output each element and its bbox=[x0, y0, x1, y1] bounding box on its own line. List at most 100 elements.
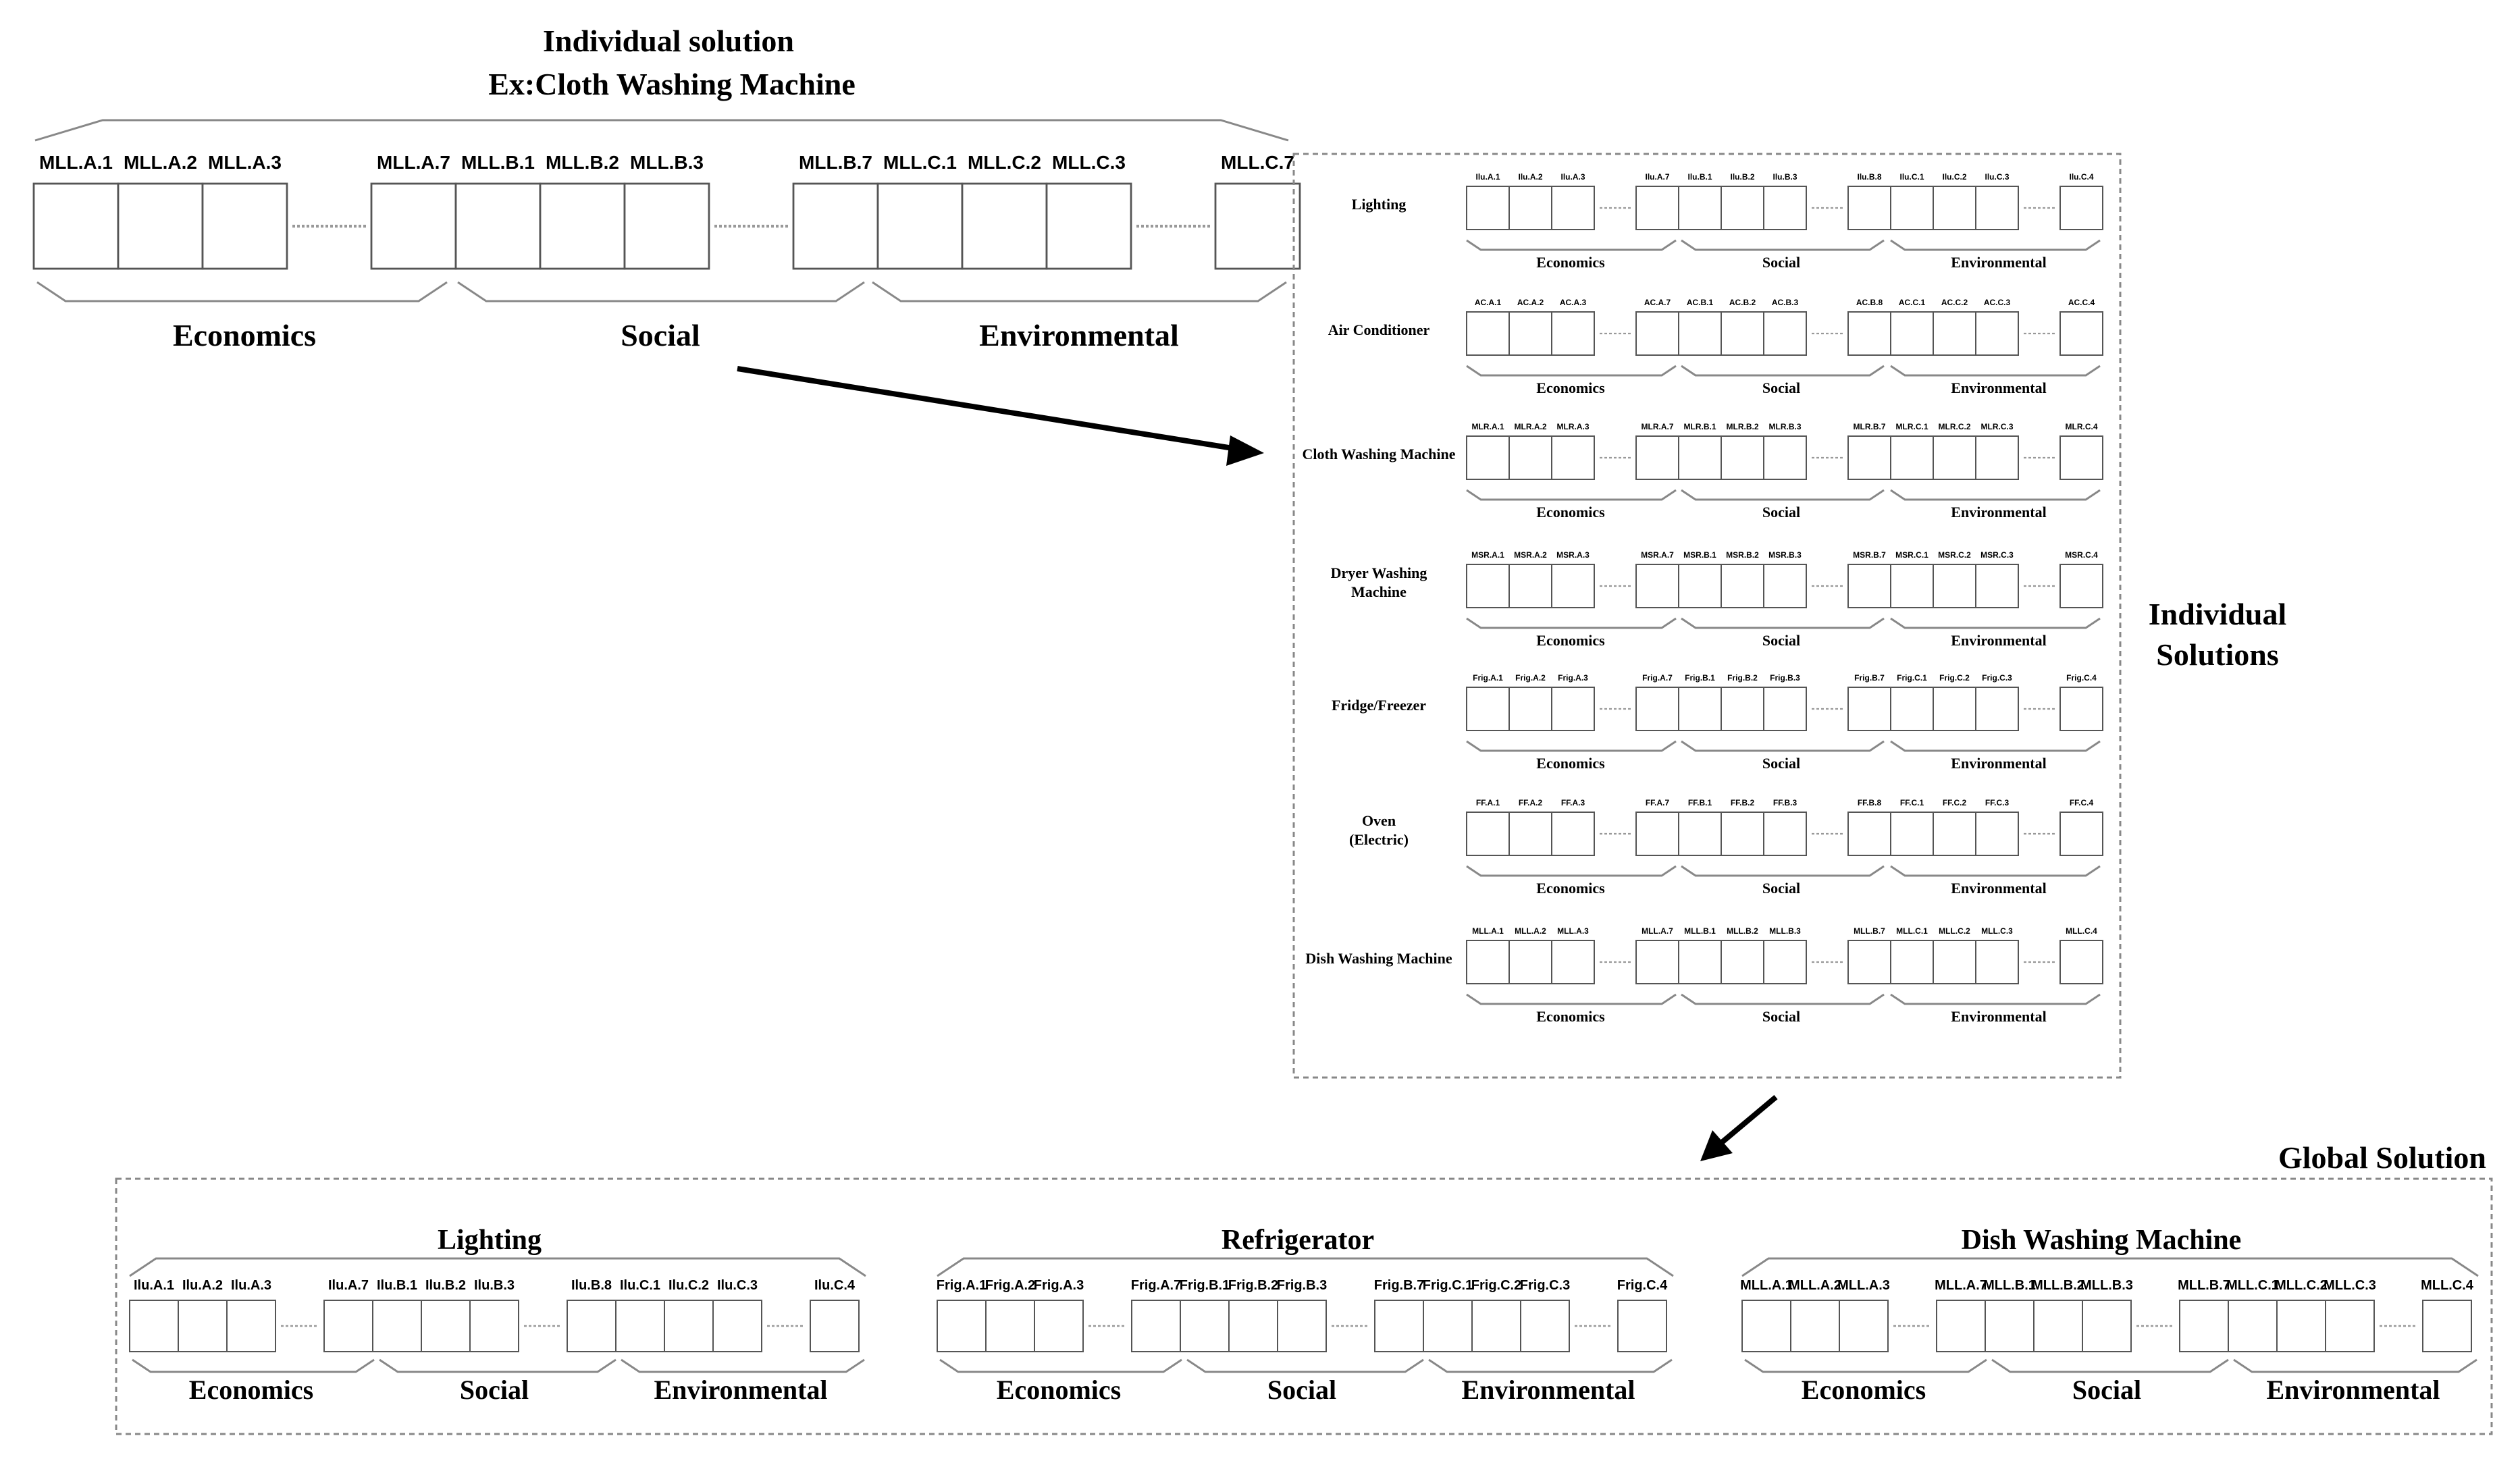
individual-cell-box bbox=[1551, 564, 1595, 608]
individual-brace-environmental bbox=[1890, 740, 2101, 752]
top-group-label-social: Social bbox=[621, 318, 700, 352]
individual-cell-box bbox=[1508, 435, 1552, 480]
individual-cell-label: MLR.A.7 bbox=[1642, 422, 1674, 431]
individual-cell-box bbox=[1847, 812, 1891, 856]
individual-cell-label: MLR.C.3 bbox=[1981, 422, 2014, 431]
individual-cell-label: AC.B.1 bbox=[1687, 298, 1714, 307]
individual-group-label: Economics bbox=[1536, 504, 1605, 521]
individual-cell-box bbox=[2059, 311, 2103, 356]
individual-cell-label: AC.A.3 bbox=[1560, 298, 1587, 307]
individual-cell-box bbox=[1551, 186, 1595, 230]
individual-cell-box bbox=[1847, 687, 1891, 731]
individual-cell-label: AC.C.4 bbox=[2068, 298, 2095, 307]
global-cell-label: MLL.A.7 bbox=[1935, 1278, 1987, 1293]
individual-cell-box bbox=[1551, 435, 1595, 480]
individual-cell-box bbox=[1678, 812, 1722, 856]
individual-cell-box bbox=[1721, 311, 1764, 356]
global-cell-label: Frig.B.1 bbox=[1180, 1278, 1230, 1293]
individual-cell-label: MLR.A.2 bbox=[1515, 422, 1547, 431]
individual-cell-label: MSR.C.1 bbox=[1895, 550, 1928, 560]
individual-brace-economics bbox=[1466, 489, 1677, 501]
individual-cell-box bbox=[1466, 435, 1510, 480]
global-cell-box bbox=[372, 1300, 422, 1352]
individual-cell-label: MLR.A.3 bbox=[1557, 422, 1590, 431]
individual-cell-label: FF.C.3 bbox=[1985, 798, 2010, 807]
global-cell-box bbox=[810, 1300, 860, 1352]
individual-brace-economics bbox=[1466, 617, 1677, 629]
individual-cell-label: Frig.A.3 bbox=[1558, 673, 1588, 683]
global-cell-box bbox=[2033, 1300, 2083, 1352]
top-cell-label: MLL.B.3 bbox=[630, 152, 704, 173]
global-cell-box bbox=[1985, 1300, 2035, 1352]
global-cell-box bbox=[985, 1300, 1035, 1352]
global-cell-label: Ilu.A.2 bbox=[182, 1278, 223, 1293]
individual-group-label: Economics bbox=[1536, 880, 1605, 897]
individual-cell-label: MLL.B.1 bbox=[1684, 926, 1716, 936]
individual-cell-box bbox=[1551, 687, 1595, 731]
global-solution-title: Global Solution bbox=[2278, 1140, 2486, 1175]
individual-cell-label: Ilu.B.2 bbox=[1730, 172, 1754, 182]
individual-cell-box bbox=[1551, 812, 1595, 856]
global-brace-environmental bbox=[1428, 1358, 1673, 1373]
individual-cell-label: MLR.B.1 bbox=[1684, 422, 1716, 431]
top-cell-label: MLL.A.7 bbox=[377, 152, 450, 173]
individual-cell-box bbox=[1635, 687, 1679, 731]
individual-cell-label: MLL.C.4 bbox=[2066, 926, 2097, 936]
individual-cell-label: Frig.A.2 bbox=[1515, 673, 1546, 683]
individual-cell-label: MLL.C.1 bbox=[1896, 926, 1928, 936]
global-cell-box bbox=[1471, 1300, 1521, 1352]
individual-cell-label: AC.B.2 bbox=[1729, 298, 1756, 307]
individual-cell-box bbox=[2059, 186, 2103, 230]
individual-cell-label: MLR.C.2 bbox=[1939, 422, 1971, 431]
global-brace-social bbox=[1186, 1358, 1424, 1373]
individual-row-name: Oven bbox=[1362, 812, 1396, 829]
global-cell-label: Frig.A.1 bbox=[937, 1278, 987, 1293]
individual-cell-label: MSR.A.2 bbox=[1514, 550, 1547, 560]
global-cell-box bbox=[664, 1300, 714, 1352]
individual-cell-box bbox=[1933, 564, 1976, 608]
individual-cell-box bbox=[1847, 311, 1891, 356]
individual-brace-environmental bbox=[1890, 365, 2101, 377]
global-cell-box bbox=[1374, 1300, 1424, 1352]
global-cell-box bbox=[2228, 1300, 2278, 1352]
individual-cell-box bbox=[2059, 435, 2103, 480]
individual-cell-box bbox=[1890, 564, 1934, 608]
individual-cell-box bbox=[1721, 812, 1764, 856]
top-cell-label: MLL.A.3 bbox=[208, 152, 282, 173]
individual-cell-label: AC.A.7 bbox=[1644, 298, 1671, 307]
individual-cell-label: MSR.B.2 bbox=[1726, 550, 1759, 560]
global-cell-label: MLL.C.2 bbox=[2275, 1278, 2328, 1293]
global-solution-border bbox=[115, 1177, 2493, 1435]
global-group-label: Environmental bbox=[654, 1375, 827, 1405]
top-cell-label: MLL.A.1 bbox=[39, 152, 113, 173]
global-group-label: Economics bbox=[189, 1375, 313, 1405]
global-cell-label: Frig.A.3 bbox=[1034, 1278, 1084, 1293]
global-cell-box bbox=[1741, 1300, 1791, 1352]
global-block-title: Refrigerator bbox=[1222, 1225, 1374, 1256]
global-cell-label: MLL.B.1 bbox=[1983, 1278, 2036, 1293]
individual-group-label: Social bbox=[1762, 880, 1800, 897]
global-cell-label: MLL.B.7 bbox=[2178, 1278, 2230, 1293]
global-cell-box bbox=[1839, 1300, 1889, 1352]
global-cell-box bbox=[615, 1300, 665, 1352]
individual-cell-label: MSR.B.1 bbox=[1683, 550, 1716, 560]
individual-group-label: Economics bbox=[1536, 254, 1605, 271]
individual-cell-label: Frig.B.3 bbox=[1770, 673, 1800, 683]
global-cell-box bbox=[2276, 1300, 2326, 1352]
individual-brace-economics bbox=[1466, 365, 1677, 377]
global-cell-box bbox=[1034, 1300, 1084, 1352]
individual-cell-label: FF.B.3 bbox=[1773, 798, 1797, 807]
individual-brace-social bbox=[1681, 740, 1885, 752]
top-cell-label: MLL.C.2 bbox=[968, 152, 1041, 173]
global-cell-label: Frig.C.3 bbox=[1520, 1278, 1570, 1293]
individual-cell-label: MLL.A.7 bbox=[1642, 926, 1673, 936]
individual-cell-label: MSR.B.7 bbox=[1853, 550, 1886, 560]
individual-cell-label: Ilu.B.3 bbox=[1773, 172, 1797, 182]
individual-cell-box bbox=[1890, 687, 1934, 731]
individual-cell-label: AC.B.3 bbox=[1772, 298, 1799, 307]
global-cell-label: Ilu.B.3 bbox=[474, 1278, 515, 1293]
